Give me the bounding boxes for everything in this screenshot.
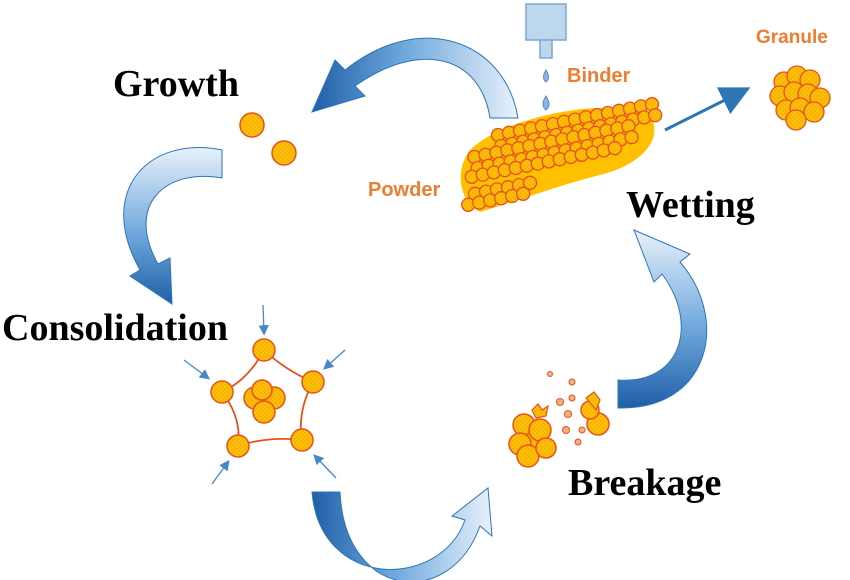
powder-particle (785, 109, 807, 131)
powder-particle (624, 130, 639, 145)
label-breakage: Breakage (568, 462, 721, 504)
arrow-wetting-to-growth (311, 37, 519, 119)
powder-particle (522, 175, 538, 190)
arrow-consolidation-to-breakage (311, 487, 493, 580)
label-growth: Growth (113, 63, 239, 105)
arrow-to-granule (664, 87, 751, 132)
powder-particle (607, 141, 622, 156)
label-binder: Binder (567, 65, 631, 87)
breakage-fragments (508, 371, 610, 468)
granule-icon (769, 65, 831, 131)
label-granule: Granule (756, 27, 828, 48)
label-wetting: Wetting (626, 184, 755, 226)
powder-bed (460, 97, 663, 212)
binder-dropper-icon (525, 3, 567, 59)
arrow-growth-to-consolidation (123, 147, 223, 305)
powder-particle (648, 108, 663, 123)
arrow-breakage-to-wetting (617, 229, 708, 409)
label-powder: Powder (368, 179, 440, 201)
compression-arrows (183, 304, 346, 485)
label-consolidation: Consolidation (2, 307, 228, 349)
consolidation-cluster (210, 338, 325, 458)
powder-particle (803, 101, 825, 123)
powder-particle (516, 186, 531, 201)
growth-particles (239, 112, 297, 166)
